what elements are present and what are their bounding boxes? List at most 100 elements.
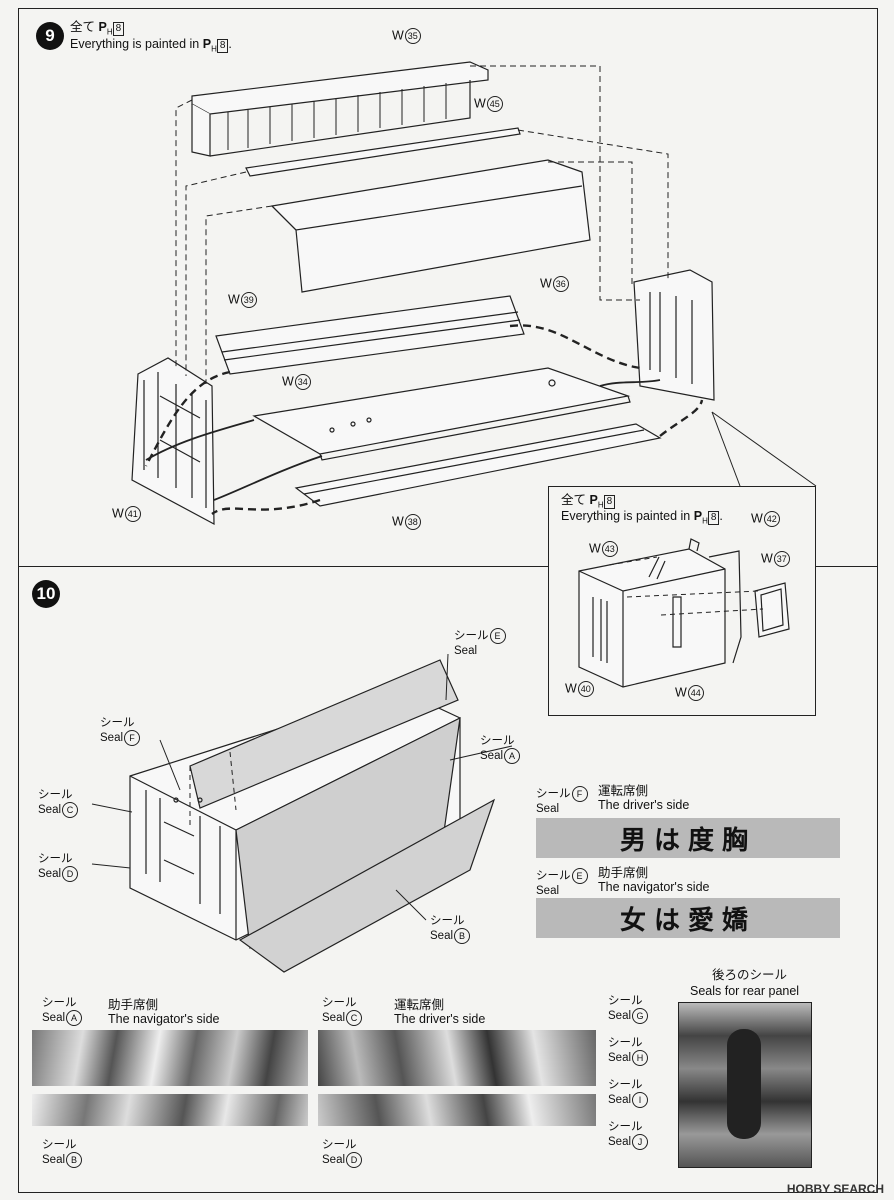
caption-jp: 運転席側 [394,998,445,1012]
seal-en: Seal [430,930,454,943]
label-num: 40 [577,681,594,697]
seal-en: Seal [608,1010,632,1023]
seal-jp: シール [42,997,77,1009]
seal-letter: B [454,928,471,944]
step-divider [18,566,878,567]
part-w41 [131,357,215,526]
caption-jp: 助手席側 [108,998,159,1012]
seal-letter: D [346,1152,363,1168]
seal-jp: シール [322,997,357,1009]
label-letter: W [540,276,552,291]
seal-jp: シール [100,717,135,729]
label-letter: W [228,292,240,307]
caption-en: The driver's side [394,1012,486,1026]
seal-jp: シール [608,995,643,1007]
seal-letter: E [571,868,588,884]
label-num: 35 [404,28,421,44]
navigator-side-banner: 女は愛嬌 [536,898,840,938]
seal-b-artwork [32,1094,308,1126]
label-num: 44 [687,685,704,701]
label-letter: W [392,514,404,529]
koi-fish-graphic [727,1029,761,1139]
note-jp-text: 全て [70,20,96,34]
callout-note-en-text: Everything is painted in [561,509,691,523]
paint-prefix: P [98,20,107,34]
label-num: 37 [773,551,790,567]
seal-letter: B [66,1152,83,1168]
label-num: 41 [124,506,141,522]
seal-jp: シール [38,853,73,865]
paint-number-en: 8 [216,39,229,53]
seal-en: Seal [536,885,560,897]
seal-letter: H [632,1050,649,1066]
label-num: 38 [404,514,421,530]
caption-en: The navigator's side [108,1012,220,1026]
seal-letter: J [632,1134,649,1150]
paint-sub: H [106,27,113,37]
seal-c-artwork [318,1030,596,1086]
seal-en: Seal [42,1012,66,1025]
seal-en: Seal [100,732,124,745]
rear-seal-title-jp: 後ろのシール [712,968,788,982]
seal-en: Seal [322,1154,346,1167]
seal-jp: シール [536,870,571,883]
seal-letter: D [62,866,79,882]
label-letter: W [392,28,404,43]
label-num: 42 [763,511,780,527]
seal-jp: シール [608,1079,643,1091]
label-num: 34 [294,374,311,390]
label-letter: W [474,96,486,111]
seal-en: Seal [38,804,62,817]
driver-side-banner: 男は度胸 [536,818,840,858]
seal-jp: シール [38,789,73,801]
watermark: HOBBY SEARCH [786,1182,884,1196]
label-num: 43 [601,541,618,557]
seal-letter: C [346,1010,363,1026]
seal-jp: シール [430,915,465,927]
seal-jp: シール [42,1139,77,1151]
label-letter: W [565,681,577,696]
caption-jp: 助手席側 [598,866,649,880]
seal-en: Seal [480,750,504,763]
seal-letter: A [504,748,521,764]
label-num: 39 [240,292,257,308]
seal-en: Seal [454,645,478,657]
seal-a-artwork [32,1030,308,1086]
seal-en: Seal [536,803,560,815]
part-w39 [215,295,525,375]
step-10-badge: 10 [32,580,60,608]
callout-drawing [578,538,790,688]
seal-jp: シール [608,1121,643,1133]
seal-en: Seal [608,1136,632,1149]
seal-jp: シール [536,788,571,801]
seal-letter: F [571,786,588,802]
paint-number: 8 [112,22,125,36]
step-10-number: 10 [36,584,56,603]
note-en-text: Everything is painted in [70,37,200,51]
callout-paint-number: 8 [603,495,616,509]
rear-panel-artwork [678,1002,812,1168]
